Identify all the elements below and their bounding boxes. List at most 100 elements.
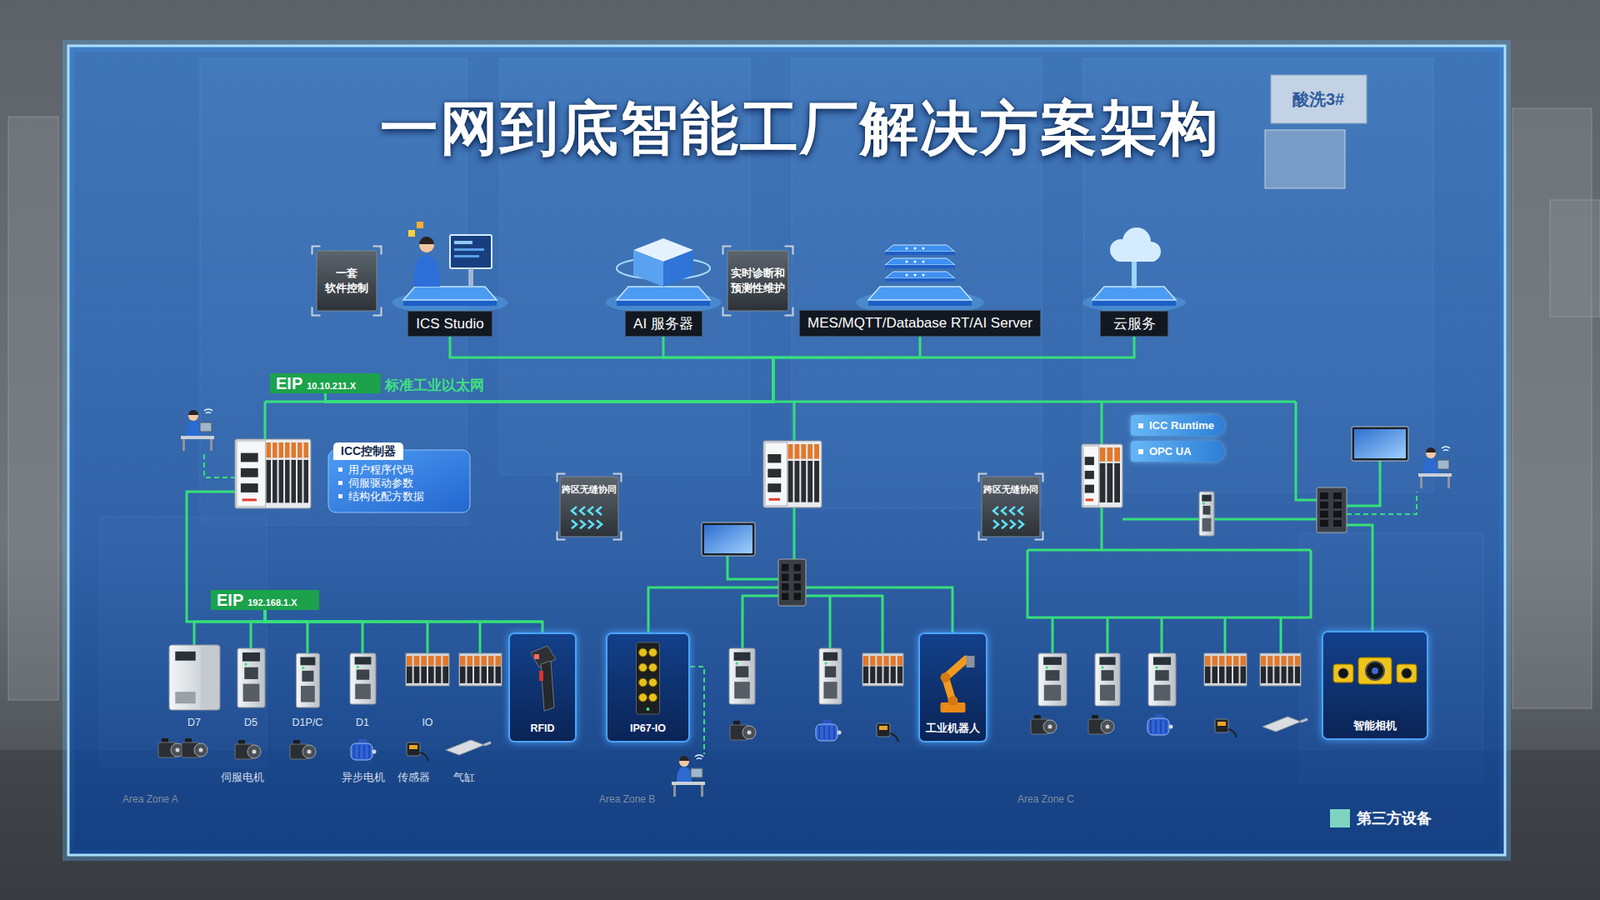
cabinet-shape	[1550, 200, 1600, 317]
io-terminal	[1219, 655, 1225, 666]
servo-drive	[1148, 653, 1176, 706]
drive-display	[354, 656, 371, 665]
ethernet-port	[240, 468, 259, 478]
network-wire	[1122, 518, 1200, 521]
callout-item: 伺服驱动参数	[328, 476, 462, 490]
drive-terminal	[823, 681, 837, 699]
switch-port	[781, 574, 790, 582]
engineer-hair	[419, 236, 435, 245]
wireless-link	[690, 666, 705, 755]
badge-face	[981, 476, 1040, 537]
m12-connector	[639, 648, 648, 657]
io-body	[1212, 666, 1219, 684]
server-name: ICS Studio	[415, 315, 484, 334]
drive-terminal	[1202, 518, 1212, 532]
corner-bracket	[613, 531, 622, 540]
operator-head	[1425, 448, 1436, 459]
node-artwork	[555, 472, 623, 541]
switch-port	[1320, 492, 1329, 500]
zone-label: Area Zone C	[1017, 793, 1075, 805]
io-body	[876, 666, 882, 684]
status-led	[301, 666, 305, 670]
ethernet-port	[767, 454, 781, 463]
sync-chevron	[596, 506, 602, 515]
drive-vent	[175, 691, 195, 704]
drive-port	[1155, 670, 1170, 681]
ethernet-port	[240, 453, 259, 463]
camera-body	[1358, 657, 1392, 685]
sync-chevron	[1010, 506, 1015, 515]
page-title: 一网到底智能工厂解决方案架构	[0, 95, 1600, 162]
legend-swatch	[1330, 809, 1350, 828]
data-slab	[885, 245, 955, 252]
drive-port	[244, 667, 259, 680]
equipment-card: 工业机器人	[918, 632, 988, 743]
network-wire	[1051, 617, 1055, 654]
ethernet-port	[1085, 470, 1095, 480]
protocol-name: ICC Runtime	[1149, 418, 1215, 434]
engineer-head	[419, 237, 435, 253]
sensor	[406, 742, 429, 761]
protocol-pill: OPC UA	[1130, 440, 1225, 462]
motor-shaft	[747, 730, 752, 735]
drive-terminal	[242, 684, 260, 702]
motor-shaft	[372, 750, 377, 755]
io-terminal	[794, 444, 800, 460]
desk-leg	[182, 439, 185, 451]
io-body	[807, 460, 813, 503]
sync-chevron	[588, 520, 594, 529]
corner-bracket	[312, 307, 321, 316]
drive-port	[1045, 670, 1060, 681]
drive-terminal	[355, 684, 371, 700]
scanner-trigger	[539, 670, 544, 681]
io-terminal	[304, 442, 309, 458]
wall-sign	[1270, 75, 1367, 124]
cooling-fin	[368, 745, 370, 759]
drive-display	[823, 652, 838, 661]
io-body	[1288, 666, 1294, 684]
zone-label: Area Zone A	[122, 793, 179, 805]
cooling-fin	[1165, 720, 1167, 734]
cooling-fin	[828, 725, 830, 740]
equipment-name: IP67-IO	[630, 721, 666, 735]
data-slab	[885, 258, 955, 265]
screen-line	[454, 255, 480, 258]
corner-bracket	[312, 246, 321, 255]
equipment-card: RFID	[508, 632, 577, 743]
drive-terminal	[1100, 685, 1115, 701]
io-body	[304, 460, 309, 503]
panel-glow	[68, 45, 1505, 855]
io-terminal	[1274, 655, 1280, 666]
operator-body	[1423, 458, 1439, 474]
sensor-cable	[420, 752, 429, 761]
network-wire	[1346, 525, 1373, 631]
io-terminal	[460, 655, 466, 666]
cabinet-shape	[8, 116, 59, 700]
io-terminal	[814, 444, 820, 460]
server-name: AI 服务器	[633, 315, 694, 334]
controller-led	[769, 498, 780, 501]
corner-bracket	[785, 246, 794, 255]
software-screen	[450, 235, 492, 269]
io-body	[800, 460, 806, 503]
equipment-name: RFID	[530, 721, 555, 735]
io-terminal	[414, 655, 420, 666]
io-body	[272, 460, 277, 503]
operator-body	[676, 766, 692, 782]
m12-connector	[649, 663, 658, 672]
io-terminal	[897, 655, 903, 666]
callout-heading: ICC控制器	[333, 442, 404, 460]
io-body	[460, 666, 466, 684]
platform-top	[868, 286, 972, 300]
desk	[671, 781, 705, 785]
engineer-body	[413, 255, 440, 287]
sync-chevron	[993, 520, 999, 529]
sensor-cable	[1228, 729, 1237, 738]
io-rail	[459, 653, 502, 686]
glow-platform	[605, 286, 722, 314]
servo-motor	[1088, 715, 1115, 735]
corner-bracket	[557, 474, 566, 483]
device-node: IO	[405, 653, 450, 730]
sync-chevron	[571, 506, 577, 515]
motor-label: 气缸	[453, 770, 475, 785]
